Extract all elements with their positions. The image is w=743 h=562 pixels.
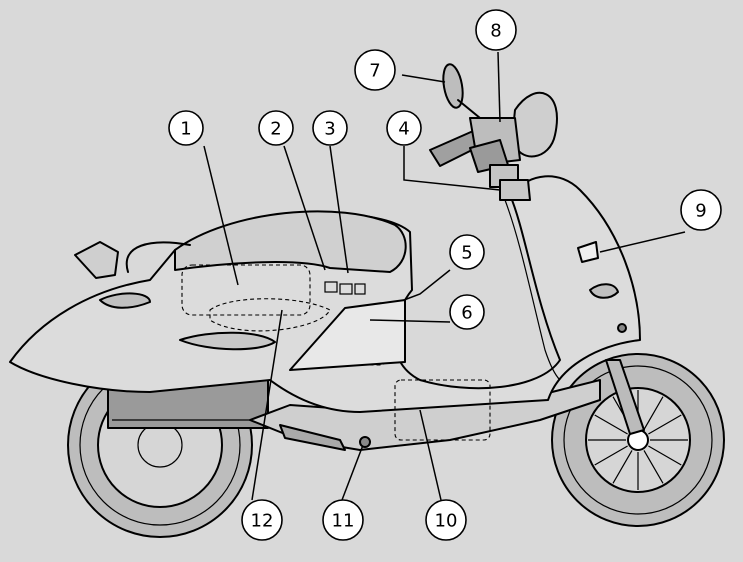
callout-2: 2 — [258, 110, 294, 146]
callout-label: 1 — [180, 119, 191, 140]
callout-8: 8 — [475, 9, 517, 51]
wheel-spoke — [643, 450, 664, 484]
center-stand — [279, 424, 346, 451]
steering-column — [499, 179, 531, 201]
callout-5: 5 — [449, 234, 485, 270]
drain-bolt — [359, 436, 371, 448]
front-fork — [605, 359, 645, 435]
callout-label: 6 — [461, 303, 472, 324]
wheel-spoke — [594, 445, 628, 466]
wheel-spoke — [612, 450, 633, 484]
callout-label: 2 — [270, 119, 281, 140]
callout-label: 7 — [369, 61, 380, 82]
wheel-spoke — [643, 396, 664, 430]
callout-label: 10 — [435, 511, 458, 532]
callout-label: 12 — [251, 511, 274, 532]
callout-11: 11 — [322, 499, 364, 541]
headlight — [511, 91, 558, 158]
callout-label: 11 — [332, 511, 355, 532]
wheel-spoke — [648, 445, 682, 466]
handlebar — [429, 117, 521, 188]
callout-9: 9 — [680, 189, 722, 231]
wheel-spoke — [648, 414, 682, 435]
wheel-spoke — [594, 414, 628, 435]
callout-label: 8 — [490, 21, 501, 42]
front-badge — [577, 241, 599, 263]
callout-label: 5 — [461, 243, 472, 264]
front-emblem — [617, 323, 627, 333]
battery-fuse-area — [324, 281, 366, 295]
side-panel-recess — [179, 331, 276, 351]
tail-rack — [74, 241, 119, 279]
seat — [174, 210, 407, 273]
mirror — [442, 63, 481, 119]
callout-label: 3 — [324, 119, 335, 140]
callout-10: 10 — [425, 499, 467, 541]
leg-shield — [504, 199, 561, 381]
callout-12: 12 — [241, 499, 283, 541]
front-wheel — [551, 353, 725, 527]
callout-6: 6 — [449, 294, 485, 330]
callout-1: 1 — [168, 110, 204, 146]
callout-label: 4 — [398, 119, 409, 140]
leader-lines — [203, 51, 686, 501]
callout-label: 9 — [695, 201, 706, 222]
callout-3: 3 — [312, 110, 348, 146]
callout-4: 4 — [386, 110, 422, 146]
front-cowl-vent — [589, 283, 619, 299]
rear-side-vent — [99, 292, 151, 309]
grab-rail — [125, 241, 191, 273]
callout-7: 7 — [354, 49, 396, 91]
